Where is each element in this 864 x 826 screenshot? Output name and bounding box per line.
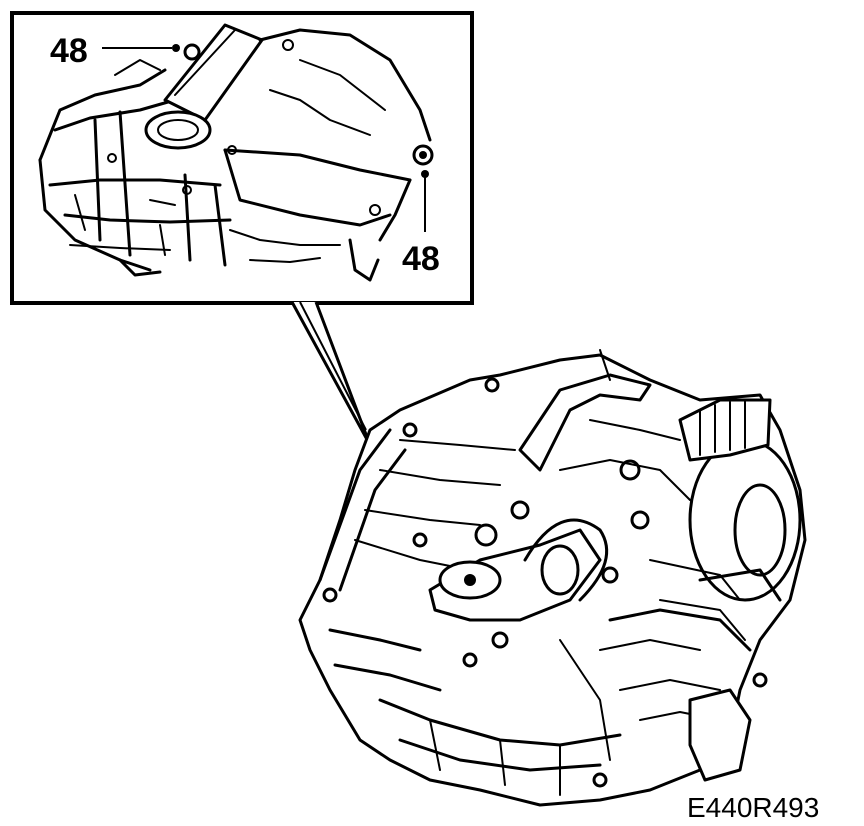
detail-inset: 48 48 — [10, 11, 474, 305]
figure-id: E440R493 — [687, 792, 819, 823]
callout-leaders — [102, 44, 429, 232]
callout-label-48-bottom: 48 — [402, 240, 440, 278]
callout-label-48-top: 48 — [50, 32, 88, 70]
inset-pointer — [290, 301, 372, 446]
inset-artwork — [38, 23, 434, 282]
transmission-artwork — [298, 349, 807, 807]
